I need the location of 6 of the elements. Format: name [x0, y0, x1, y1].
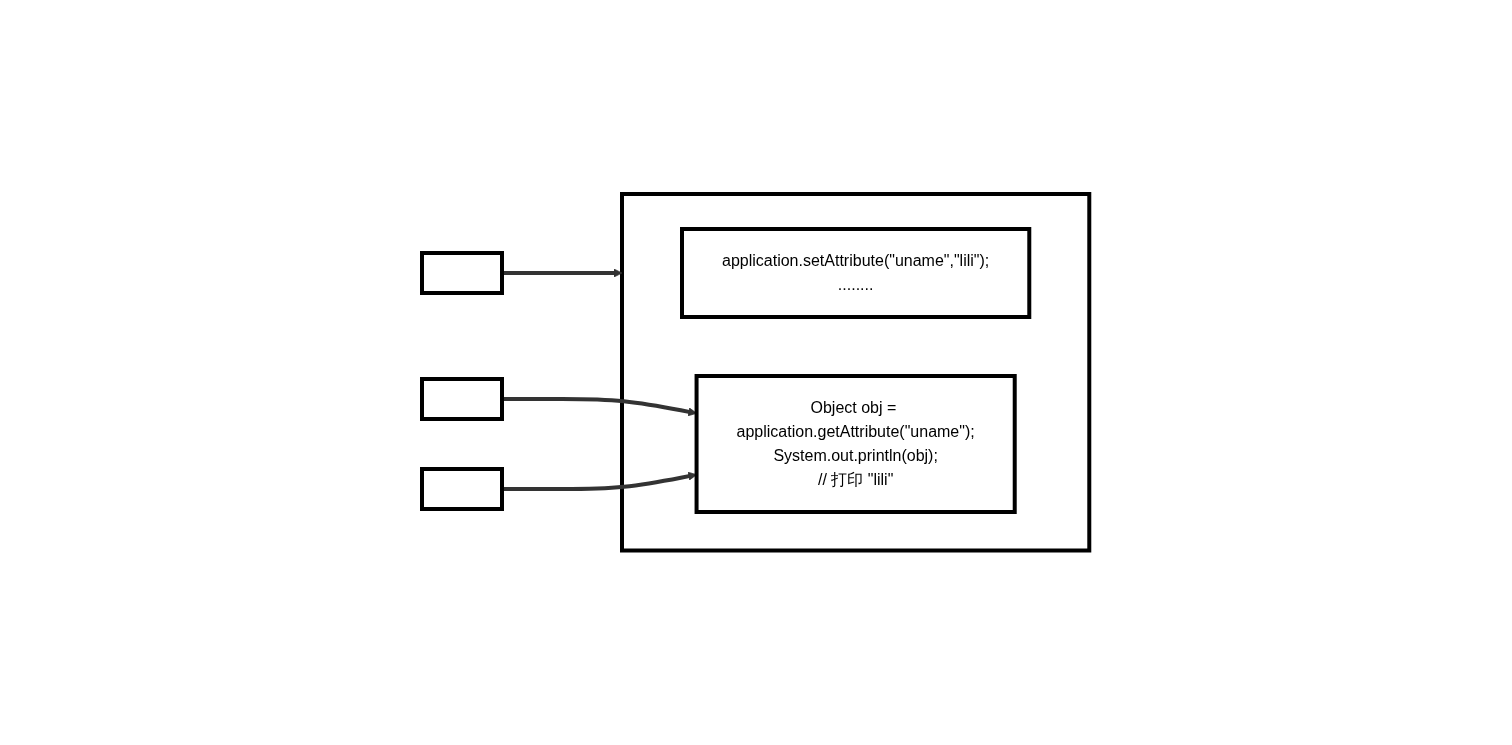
- node-box: [420, 467, 505, 512]
- node-box: [420, 251, 505, 296]
- node-box: application.setAttribute("uname","lili"); ........: [680, 227, 1032, 320]
- node-box: Object obj = application.getAttribute("uname"); System.out.println(obj); // 打印 "lili": [694, 374, 1018, 515]
- node-box: [420, 377, 505, 422]
- cluster: [620, 192, 1092, 553]
